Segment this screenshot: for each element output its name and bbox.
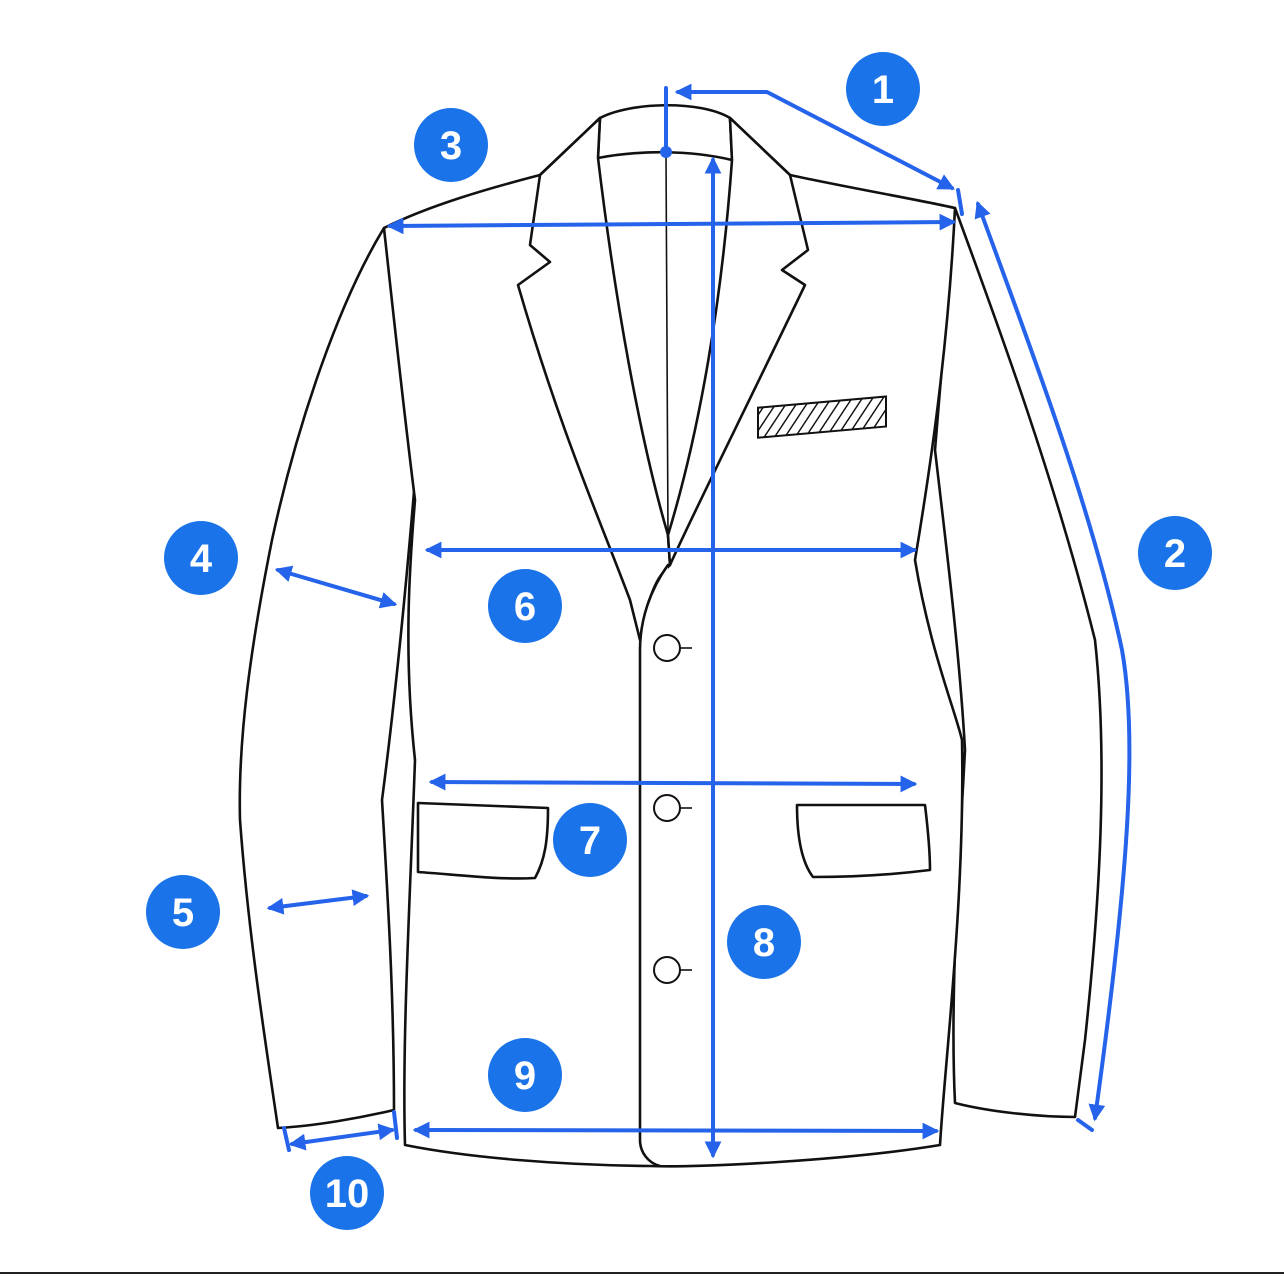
front-edge — [638, 563, 670, 1168]
measure-line-10 — [288, 1123, 396, 1151]
measure-line-2 — [974, 200, 1132, 1122]
measurement-lines — [266, 83, 1132, 1159]
measure-line-10-tick-b — [392, 1110, 399, 1140]
badge-1-label: 1 — [872, 68, 894, 112]
measure-line-1-tick — [956, 188, 964, 216]
badge-7-label: 7 — [579, 819, 601, 863]
badge-4: 4 — [164, 521, 238, 595]
measure-line-2-tick — [1076, 1118, 1094, 1132]
bottom-border — [0, 1272, 1284, 1274]
badge-8: 8 — [727, 905, 801, 979]
badge-10-label: 10 — [325, 1172, 370, 1216]
badge-3: 3 — [414, 108, 488, 182]
measure-line-3 — [386, 213, 957, 235]
badge-2-label: 2 — [1164, 532, 1186, 576]
measure-line-5 — [266, 889, 370, 915]
measure-dot — [660, 146, 672, 158]
badges: 1 2 3 4 5 6 7 8 — [146, 52, 1212, 1230]
measure-line-1 — [674, 83, 955, 190]
measure-line-9 — [412, 1121, 940, 1140]
right-sleeve — [933, 206, 1103, 1119]
button-top — [653, 634, 692, 662]
measure-line-7 — [428, 773, 918, 793]
badge-4-label: 4 — [190, 537, 213, 581]
badge-7: 7 — [553, 803, 627, 877]
left-flap-pocket — [416, 801, 550, 880]
measure-line-10-tick-a — [282, 1126, 291, 1152]
badge-6: 6 — [488, 569, 562, 643]
badge-8-label: 8 — [753, 921, 775, 965]
button-middle — [653, 794, 692, 822]
badge-3-label: 3 — [440, 124, 462, 168]
measure-line-4 — [274, 565, 398, 609]
badge-1: 1 — [846, 52, 920, 126]
button-bottom — [653, 956, 692, 984]
badge-6-label: 6 — [514, 585, 536, 629]
badge-5-label: 5 — [172, 891, 194, 935]
breast-pocket — [757, 395, 887, 439]
badge-10: 10 — [310, 1156, 384, 1230]
left-sleeve — [238, 226, 417, 1130]
badge-5: 5 — [146, 875, 220, 949]
jacket-drawing — [238, 103, 1103, 1168]
badge-2: 2 — [1138, 516, 1212, 590]
badge-9: 9 — [488, 1038, 562, 1112]
badge-9-label: 9 — [514, 1054, 536, 1098]
right-flap-pocket — [795, 803, 932, 879]
